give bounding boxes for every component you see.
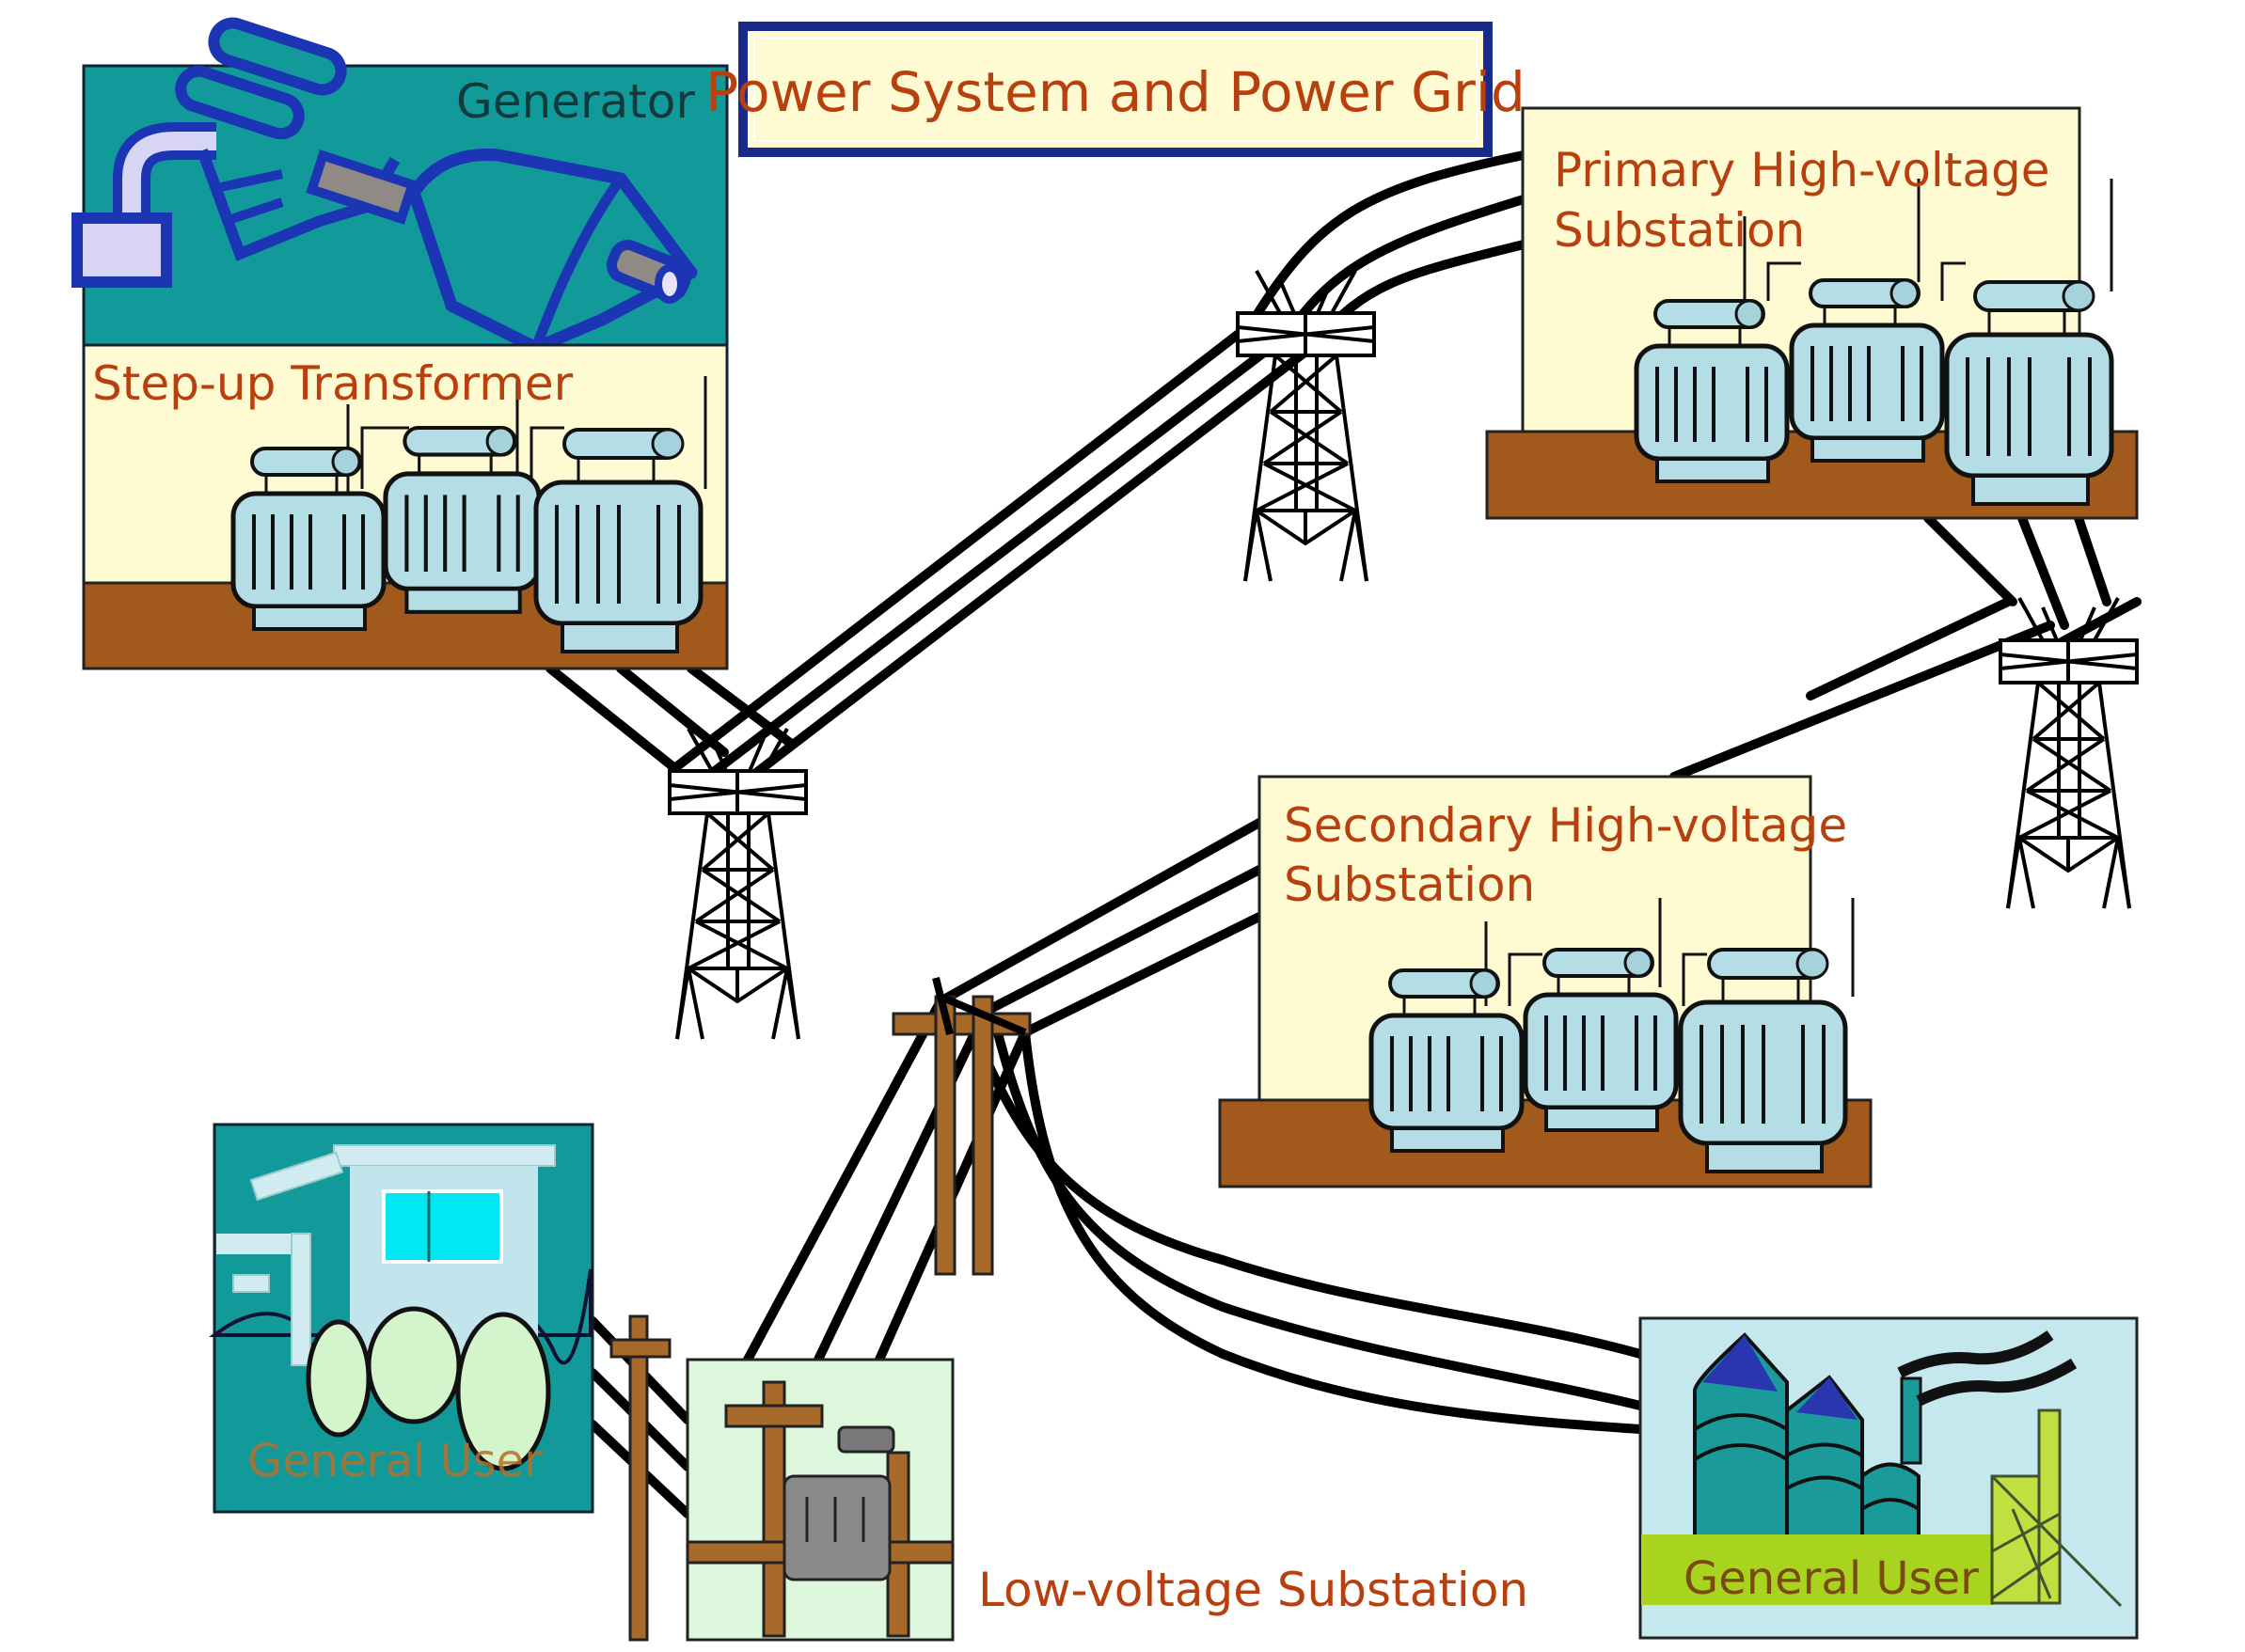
primary-substation: Primary High-voltage Substation	[1485, 106, 2139, 520]
secondary-substation-label-line1: Secondary High-voltage	[1284, 798, 1847, 853]
secondary-substation-label-line2: Substation	[1284, 857, 1535, 912]
wire-pole-to-factory-a	[964, 1015, 1645, 1359]
wire-tower2-to-primary-a	[1246, 150, 1528, 329]
industrial-user-label: General User	[1684, 1552, 1979, 1605]
wire-tower2-to-primary-b	[1284, 195, 1528, 338]
wire-primary-to-tower3-b	[2017, 513, 2069, 630]
residential-user-label: General User	[247, 1435, 543, 1487]
wire-pole-to-lv-b	[814, 1001, 992, 1364]
service-pole	[609, 1314, 672, 1642]
title-box: Power System and Power Grid	[705, 22, 1526, 157]
secondary-substation: Secondary High-voltage Substation	[1218, 775, 1873, 1188]
wire-tower3-to-secondary-b	[1669, 621, 2055, 781]
wire-tower1-to-tower2-c	[748, 338, 1321, 780]
wire-tower3-to-secondary-a	[1806, 597, 2013, 700]
distribution-poles	[892, 977, 1032, 1276]
primary-substation-label-line2: Substation	[1554, 203, 1805, 258]
wire-tower1-to-tower2-b	[710, 329, 1293, 776]
wire-tower1-to-tower2-a	[672, 320, 1256, 771]
transmission-tower-2	[1236, 269, 1376, 583]
transmission-tower-3	[1999, 596, 2139, 910]
page-title: Power System and Power Grid	[705, 60, 1526, 124]
wire-pole-to-factory-c	[1020, 1028, 1645, 1434]
generator-label: Generator	[456, 74, 695, 129]
step-up-transformer-label: Step-up Transformer	[92, 356, 574, 411]
wire-stepup-to-tower1-a	[545, 664, 677, 771]
step-up-transformer-panel: Step-up Transformer	[82, 343, 729, 670]
wire-secondary-to-pole-b	[964, 865, 1264, 1025]
residential-user: General User	[209, 1123, 594, 1514]
wire-secondary-to-pole-c	[1020, 912, 1264, 1037]
transmission-tower-1	[668, 727, 808, 1041]
primary-substation-label-line1: Primary High-voltage	[1554, 143, 2050, 197]
low-voltage-substation: Low-voltage Substation	[686, 1358, 1528, 1642]
generator-panel: Generator	[71, 17, 729, 354]
generator-icon	[71, 17, 698, 354]
industrial-user: General User	[1638, 1316, 2139, 1640]
low-voltage-substation-label: Low-voltage Substation	[978, 1563, 1528, 1617]
wire-secondary-to-pole-a	[936, 818, 1264, 1006]
wire-pole-to-factory-b	[992, 1025, 1645, 1410]
transmission-wires	[545, 150, 2142, 1518]
wire-pole-to-lv-a	[743, 997, 945, 1364]
wire-primary-to-tower3-c	[2074, 513, 2111, 606]
wire-primary-to-tower3-a	[1923, 513, 2017, 606]
